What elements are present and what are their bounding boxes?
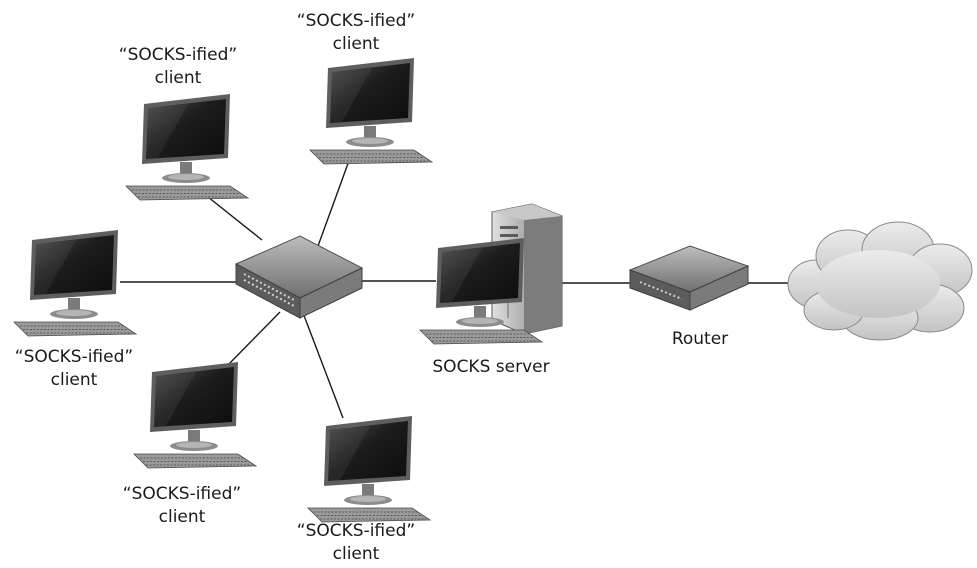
client-label-line2: client bbox=[154, 68, 202, 88]
client-label-line2: client bbox=[332, 34, 380, 54]
client-label-line1: “SOCKS-ified” bbox=[122, 484, 242, 504]
client-bottom bbox=[307, 415, 431, 523]
client-label-top: “SOCKS-ified” client bbox=[276, 10, 436, 56]
link-client-bottom bbox=[299, 304, 344, 419]
cloud-icon bbox=[787, 221, 973, 341]
client-top bbox=[309, 57, 433, 165]
client-label-bottom: “SOCKS-ified” client bbox=[276, 520, 436, 566]
client-upper-left bbox=[125, 93, 249, 201]
client-label-line2: client bbox=[50, 370, 98, 390]
connection-lines bbox=[120, 157, 796, 419]
link-client-upper-left bbox=[207, 196, 263, 241]
client-label-lower-left: “SOCKS-ified” client bbox=[102, 483, 262, 529]
client-label-line2: client bbox=[332, 544, 380, 564]
switch-icon bbox=[234, 235, 364, 319]
client-label-line1: “SOCKS-ified” bbox=[296, 11, 416, 31]
client-label-line2: client bbox=[158, 507, 206, 527]
link-client-lower-left bbox=[224, 311, 281, 369]
client-label-line1: “SOCKS-ified” bbox=[14, 347, 134, 367]
client-label-line1: “SOCKS-ified” bbox=[296, 521, 416, 541]
router-icon bbox=[628, 245, 750, 311]
client-left bbox=[13, 229, 137, 337]
client-label-left: “SOCKS-ified” client bbox=[0, 346, 154, 392]
link-client-top bbox=[317, 157, 351, 247]
router-label: Router bbox=[671, 329, 729, 349]
client-label-upper-left: “SOCKS-ified” client bbox=[98, 44, 258, 90]
client-label-line1: “SOCKS-ified” bbox=[118, 45, 238, 65]
server-label: SOCKS server bbox=[432, 357, 550, 377]
